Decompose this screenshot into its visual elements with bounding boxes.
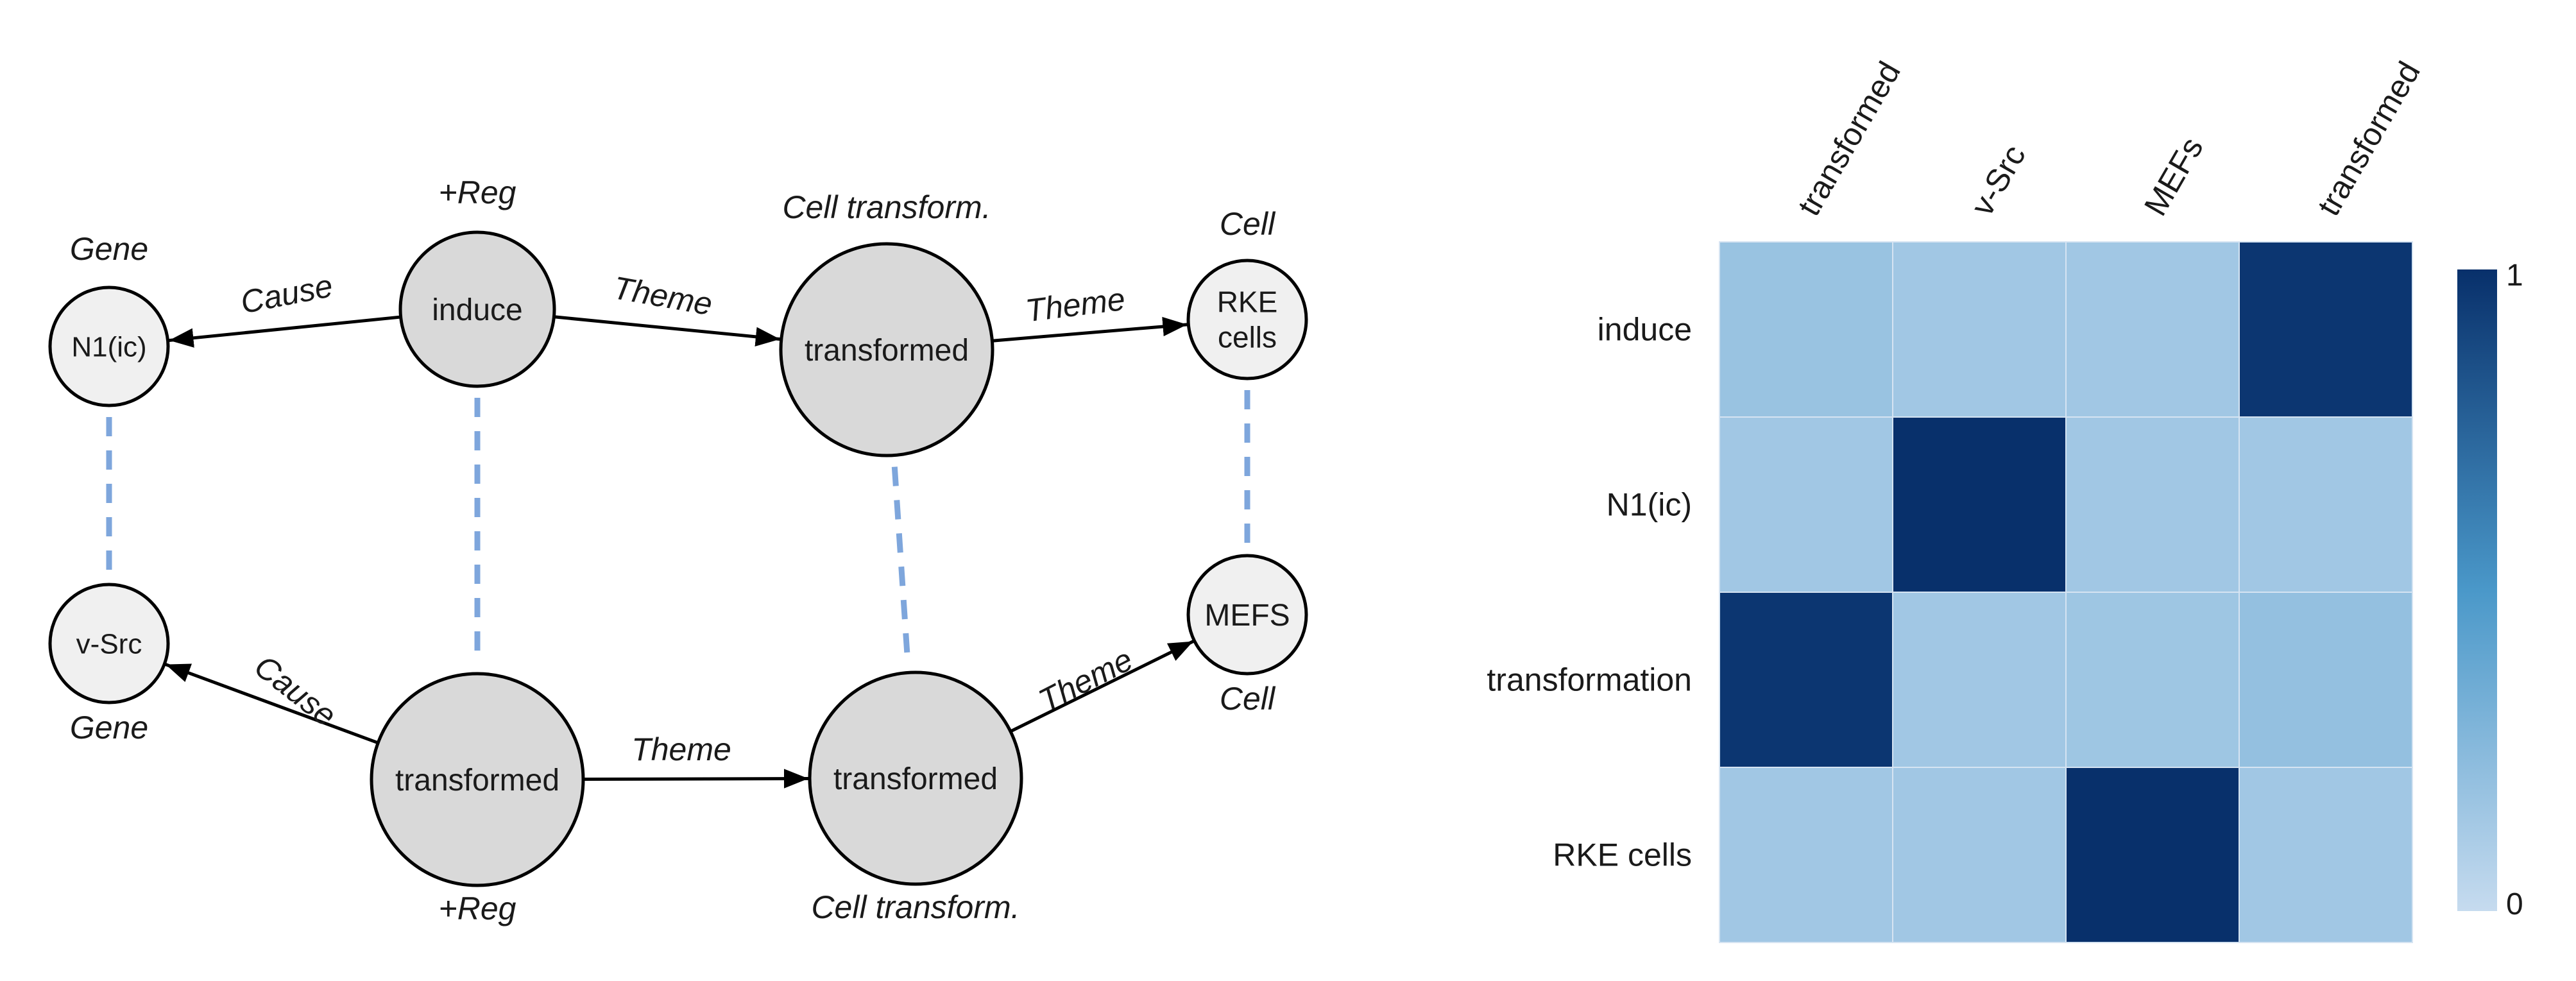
node-annotation-trans_bm: Cell transform.	[811, 889, 1019, 925]
node-circle-n1ic	[48, 286, 170, 407]
node-trans_bl[interactable]: transformed +Reg	[370, 672, 585, 926]
heatmap-cell-r0-c1	[1892, 241, 2067, 418]
edge-trans_top-rke	[992, 316, 1188, 343]
heatmap-row-label-2: transformation	[1487, 662, 1692, 698]
edge-label-trans_bm-mefs: Theme	[1033, 642, 1138, 719]
heatmap-cell-r1-c1	[1892, 416, 2067, 593]
edge-label-induce-n1ic: Cause	[237, 268, 336, 321]
node-annotation-trans_bl: +Reg	[439, 891, 516, 926]
heatmap-row-label-0: induce	[1598, 312, 1692, 348]
heatmap-row-label-1: N1(ic)	[1607, 487, 1692, 523]
edge-induce-trans_top	[554, 315, 781, 346]
heatmap-cell-r2-c3	[2239, 592, 2413, 768]
heatmap-cell-r2-c1	[1892, 592, 2067, 768]
node-circle-trans_bm	[808, 670, 1023, 886]
heatmap-column-label-0: transformed	[1791, 55, 1907, 221]
alignment-heatmap-panel: transformed v-Src MEFs transformed induceN1…	[1487, 55, 2523, 943]
node-annotation-n1ic: Gene	[70, 231, 148, 267]
node-annotation-trans_top: Cell transform.	[782, 189, 991, 225]
edge-label-induce-trans_top: Theme	[610, 269, 715, 322]
alignment-link-trans_top-trans_bm	[891, 466, 911, 661]
node-circle-mefs	[1186, 554, 1308, 676]
node-circle-vsrc	[48, 583, 170, 704]
heatmap-row-label-3: RKE cells	[1553, 837, 1692, 873]
node-annotation-mefs: Cell	[1220, 681, 1276, 717]
heatmap-column-label-3: transformed	[2310, 55, 2427, 221]
heatmap-cell-r3-c2	[2065, 767, 2240, 943]
node-circle-rke	[1186, 259, 1308, 380]
node-mefs[interactable]: MEFS Cell	[1186, 554, 1308, 717]
node-circle-trans_top	[779, 242, 994, 457]
colorbar-gradient	[2457, 269, 2497, 911]
heatmap-cell-r0-c3	[2239, 241, 2413, 418]
node-label-induce: induce	[432, 293, 522, 327]
node-label-n1ic: N1(ic)	[71, 331, 146, 363]
heatmap-cells	[1719, 241, 2413, 943]
node-label-trans_bm: transformed	[833, 762, 998, 796]
node-label-trans_bl: transformed	[395, 763, 559, 798]
node-circle-induce	[398, 230, 556, 388]
node-label-vsrc: v-Src	[76, 628, 142, 660]
heatmap-cell-r0-c2	[2065, 241, 2240, 418]
edge-label-trans_bl-vsrc: Cause	[248, 648, 343, 733]
colorbar-max-label: 1	[2506, 259, 2523, 293]
alignment-links	[106, 390, 1250, 662]
heatmap-cell-r1-c0	[1719, 416, 1893, 593]
heatmap-column-label-1: v-Src	[1964, 139, 2033, 221]
heatmap-cell-r3-c1	[1892, 767, 2067, 943]
edge-label-trans_top-rke: Theme	[1023, 281, 1127, 329]
edge-trans_bm-mefs	[1009, 640, 1194, 733]
node-annotation-vsrc: Gene	[70, 710, 148, 746]
heatmap-cell-r2-c0	[1719, 592, 1893, 768]
node-label-mefs: MEFS	[1204, 599, 1290, 633]
node-annotation-rke: Cell	[1220, 206, 1276, 242]
node-circle-trans_bl	[370, 672, 585, 887]
heatmap-column-label-2: MEFs	[2137, 131, 2210, 221]
heatmap-cell-r1-c2	[2065, 416, 2240, 593]
heatmap-cell-r1-c3	[2239, 416, 2413, 593]
colorbar-min-label: 0	[2506, 887, 2523, 921]
heatmap-cell-r2-c2	[2065, 592, 2240, 768]
node-n1ic[interactable]: N1(ic) Gene	[48, 231, 170, 407]
edge-label-trans_bl-trans_bm: Theme	[631, 731, 731, 767]
node-label-trans_top: transformed	[805, 334, 969, 368]
node-trans_top[interactable]: transformed Cell transform.	[779, 189, 994, 457]
edge-induce-n1ic	[169, 315, 401, 348]
heatmap-cell-r3-c0	[1719, 767, 1893, 943]
heatmap-column-labels: transformed v-Src MEFs transformed	[1791, 55, 2427, 221]
edge-trans_bl-vsrc	[165, 663, 379, 745]
colorbar: 1 0	[2457, 259, 2523, 921]
heatmap-cell-r0-c0	[1719, 241, 1893, 418]
heatmap-cell-r3-c3	[2239, 767, 2413, 943]
node-annotation-induce: +Reg	[439, 175, 516, 210]
edge-trans_bl-trans_bm	[583, 769, 809, 789]
node-induce[interactable]: induce +Reg	[398, 175, 556, 388]
